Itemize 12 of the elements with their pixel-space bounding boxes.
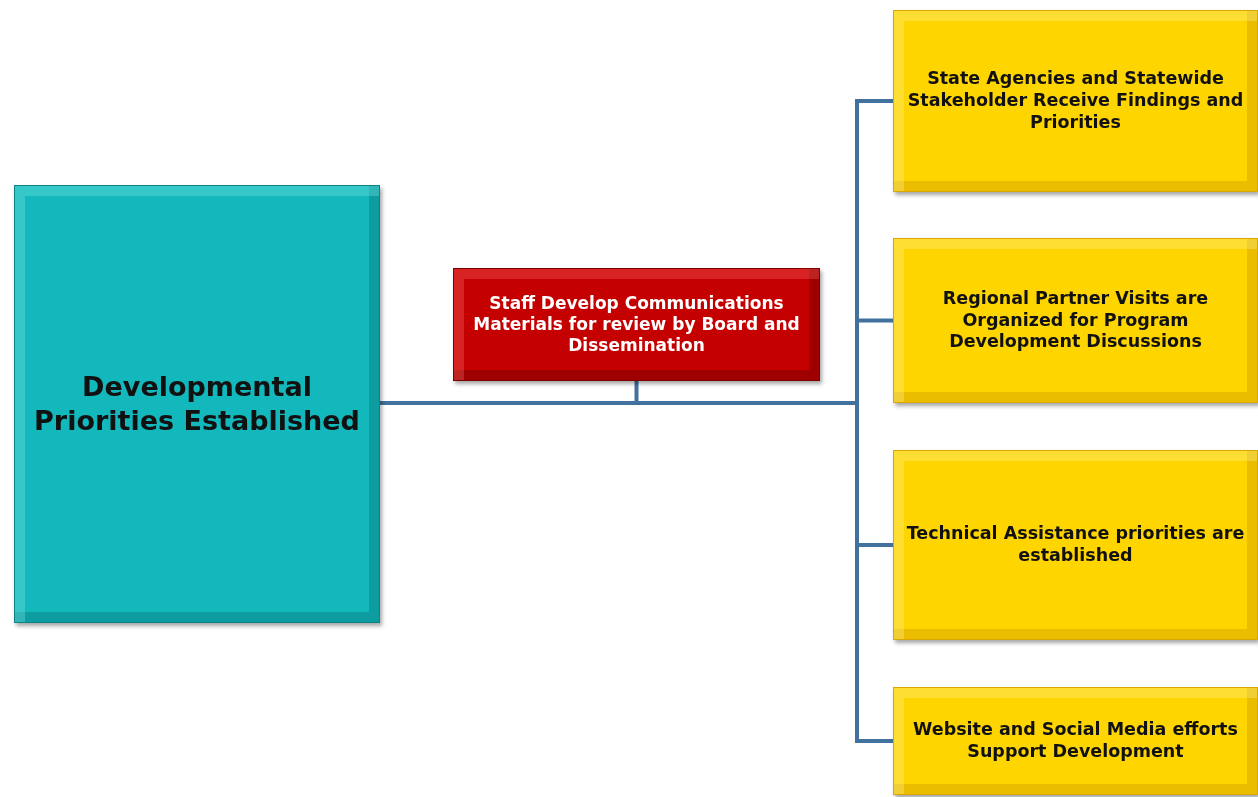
box-text: Technical Assistance priorities are established (905, 523, 1246, 567)
process-box (14, 185, 380, 623)
box-text: Staff Develop Communications Materials for review by Board and Dissemination (472, 292, 801, 357)
process-box (893, 10, 1258, 192)
process-box (893, 450, 1258, 640)
process-box (893, 687, 1258, 795)
process-box (893, 238, 1258, 403)
box-text: Regional Partner Visits are Organized for Program Development Discussions (941, 287, 1210, 354)
process-box (453, 268, 820, 381)
box-text: State Agencies and Statewide Stakeholder Receive Findings and Priorities (906, 68, 1245, 134)
box-text: Website and Social Media efforts Support Development (912, 719, 1239, 763)
box-text: Developmental Priorities Established (33, 370, 361, 438)
